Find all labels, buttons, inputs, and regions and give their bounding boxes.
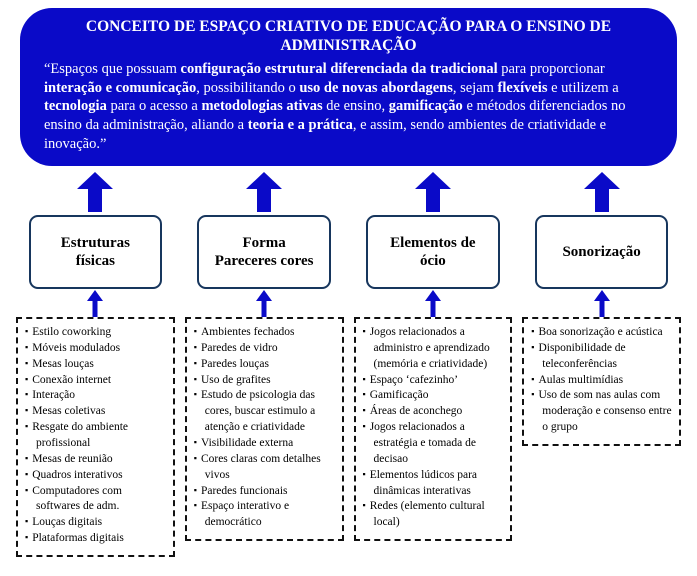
up-arrow-icon [246, 172, 283, 212]
up-arrow-icon [583, 172, 620, 212]
list-item: Mesas louças [25, 357, 169, 373]
header-box: CONCEITO DE ESPAÇO CRIATIVO DE EDUCAÇÃO … [20, 8, 677, 166]
feature-list: Ambientes fechadosParedes de vidroParede… [194, 325, 338, 531]
list-item: Conexão internet [25, 373, 169, 389]
feature-list-box-estruturas: Estilo coworkingMóveis moduladosMesas lo… [16, 317, 175, 558]
feature-list-box-sonorizacao: Boa sonorização e acústicaDisponibilidad… [522, 317, 681, 447]
up-arrow-thin-icon [424, 290, 441, 317]
list-item: Uso de grafites [194, 373, 338, 389]
up-arrow-icon [77, 172, 114, 212]
list-item: Disponibilidade de teleconferências [531, 341, 675, 373]
list-item: Estudo de psicologia das cores, buscar e… [194, 388, 338, 436]
list-item: Paredes de vidro [194, 341, 338, 357]
list-item: Computadores com softwares de adm. [25, 484, 169, 516]
list-item: Boa sonorização e acústica [531, 325, 675, 341]
list-item: Mesas de reunião [25, 452, 169, 468]
list-item: Elementos lúdicos para dinâmicas interat… [363, 468, 507, 500]
list-item: Paredes louças [194, 357, 338, 373]
list-item: Plataformas digitais [25, 531, 169, 547]
list-item: Louças digitais [25, 515, 169, 531]
list-item: Áreas de aconchego [363, 404, 507, 420]
list-item: Jogos relacionados a estratégia e tomada… [363, 420, 507, 468]
list-item: Quadros interativos [25, 468, 169, 484]
list-item: Cores claras com detalhes vivos [194, 452, 338, 484]
category-label: Forma Pareceres cores [214, 235, 314, 269]
list-item: Uso de som nas aulas com moderação e con… [531, 388, 675, 436]
page-title: CONCEITO DE ESPAÇO CRIATIVO DE EDUCAÇÃO … [85, 18, 612, 55]
feature-list: Boa sonorização e acústicaDisponibilidad… [531, 325, 675, 436]
category-box-estruturas-fisicas: Estruturas físicas [28, 215, 163, 289]
up-arrow-thin-icon [593, 290, 610, 317]
column-sonorizacao: Sonorização Boa sonorização e acústicaDi… [522, 170, 681, 557]
list-item: Paredes funcionais [194, 484, 338, 500]
feature-list: Estilo coworkingMóveis moduladosMesas lo… [25, 325, 169, 547]
category-label: Sonorização [562, 244, 641, 260]
list-item: Mesas coletivas [25, 404, 169, 420]
columns-container: Estruturas físicas Estilo coworkingMóvei… [0, 166, 697, 558]
column-elementos-de-ocio: Elementos de ócio Jogos relacionados a a… [353, 170, 513, 557]
category-label: Estruturas físicas [60, 235, 130, 269]
up-arrow-thin-icon [256, 290, 273, 317]
list-item: Jogos relacionados a administro e aprend… [363, 325, 507, 373]
feature-list: Jogos relacionados a administro e aprend… [363, 325, 507, 531]
definition-quote: “Espaços que possuam configuração estrut… [44, 60, 626, 153]
column-estruturas-fisicas: Estruturas físicas Estilo coworkingMóvei… [16, 170, 175, 558]
feature-list-box-ocio: Jogos relacionados a administro e aprend… [353, 317, 513, 542]
list-item: Aulas multimídias [531, 373, 675, 389]
list-item: Ambientes fechados [194, 325, 338, 341]
column-forma-pareceres-cores: Forma Pareceres cores Ambientes fechados… [184, 170, 344, 557]
list-item: Móveis modulados [25, 341, 169, 357]
category-box-elementos-de-ocio: Elementos de ócio [366, 215, 500, 289]
category-label: Elementos de ócio [390, 235, 476, 269]
list-item: Interação [25, 388, 169, 404]
list-item: Espaço ‘cafezinho’ [363, 373, 507, 389]
list-item: Espaço interativo e democrático [194, 499, 338, 531]
up-arrow-thin-icon [87, 290, 104, 317]
list-item: Visibilidade externa [194, 436, 338, 452]
up-arrow-icon [414, 172, 451, 212]
list-item: Estilo coworking [25, 325, 169, 341]
list-item: Gamificação [363, 388, 507, 404]
list-item: Resgate do ambiente profissional [25, 420, 169, 452]
list-item: Redes (elemento cultural local) [363, 499, 507, 531]
category-box-forma-pareceres-cores: Forma Pareceres cores [197, 215, 331, 289]
category-box-sonorizacao: Sonorização [534, 215, 669, 289]
feature-list-box-forma: Ambientes fechadosParedes de vidroParede… [184, 317, 344, 542]
